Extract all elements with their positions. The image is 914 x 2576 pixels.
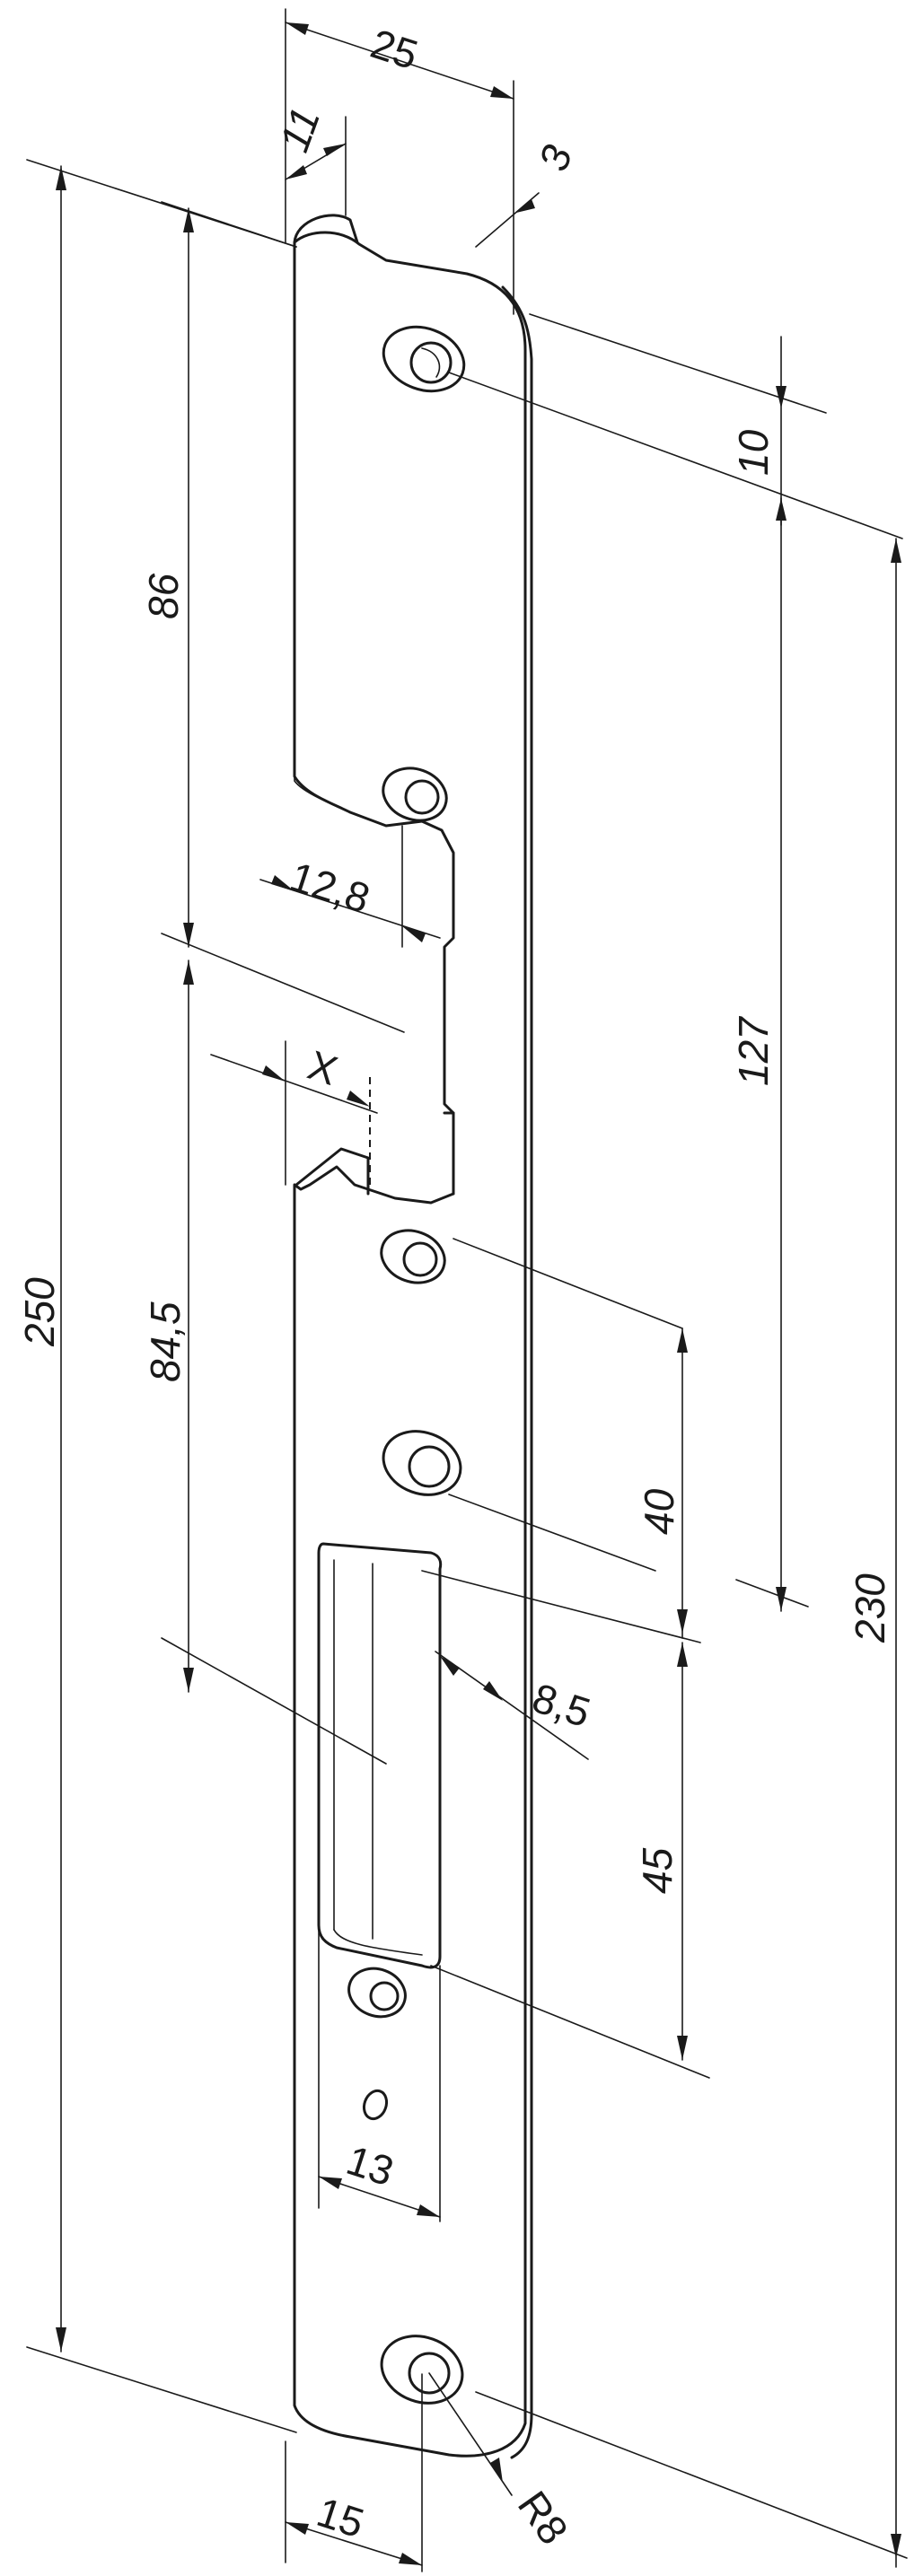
dimension-250: 250: [16, 159, 297, 2433]
dimension-84-5-label: 84,5: [142, 1301, 189, 1382]
dimension-40-label: 40: [636, 1488, 682, 1535]
screw-hole-top: [382, 325, 466, 393]
dimension-12-8: 12,8: [259, 825, 441, 948]
dimension-230: 230: [475, 538, 908, 2568]
screw-hole-lower: [347, 1967, 407, 2019]
small-hole: [362, 2089, 389, 2121]
dimension-r8-label: R8: [509, 2483, 577, 2553]
dimension-250-label: 250: [16, 1277, 63, 1347]
screw-hole-bottom: [380, 2335, 464, 2405]
dimension-13: 13: [318, 1929, 441, 2222]
dimension-84-5: 84,5: [142, 959, 387, 1765]
dimension-25-label: 25: [365, 20, 424, 78]
dimension-13-label: 13: [341, 2136, 400, 2195]
screw-hole-upper: [382, 767, 448, 822]
dimension-25: 25: [285, 8, 514, 315]
dimension-11-label: 11: [270, 101, 329, 158]
latch-lip: [294, 1077, 455, 1196]
dimension-x-label: X: [303, 1041, 343, 1094]
dimension-r8: R8: [428, 2372, 577, 2553]
dimension-86-label: 86: [140, 573, 187, 619]
dimension-x: X: [210, 1040, 378, 1186]
dimension-8-5-label: 8,5: [527, 1674, 596, 1736]
dimension-230-label: 230: [847, 1573, 893, 1643]
dimension-3: 3: [475, 139, 582, 248]
dimension-45: 45: [421, 1570, 710, 2079]
dimension-127-label: 127: [730, 1016, 777, 1086]
dimension-12-8-label: 12,8: [285, 853, 375, 922]
dimension-40: 40: [448, 1238, 688, 1639]
screw-hole-center: [382, 1430, 462, 1496]
dimension-45-label: 45: [634, 1847, 681, 1894]
dimension-86: 86: [140, 201, 405, 1033]
dimension-127: 127: [730, 497, 809, 1612]
dimension-10: 10: [448, 313, 903, 539]
dimension-8-5: 8,5: [435, 1651, 596, 1760]
dimension-15: 15: [285, 2373, 423, 2572]
dimension-15-label: 15: [312, 2488, 370, 2546]
latch-opening: [317, 1542, 443, 1969]
strike-plate-outline: [293, 214, 533, 2459]
dimension-3-label: 3: [530, 139, 582, 177]
screw-hole-middle: [380, 1229, 446, 1284]
dimension-11: 11: [270, 101, 347, 216]
dimension-10-label: 10: [730, 429, 777, 476]
